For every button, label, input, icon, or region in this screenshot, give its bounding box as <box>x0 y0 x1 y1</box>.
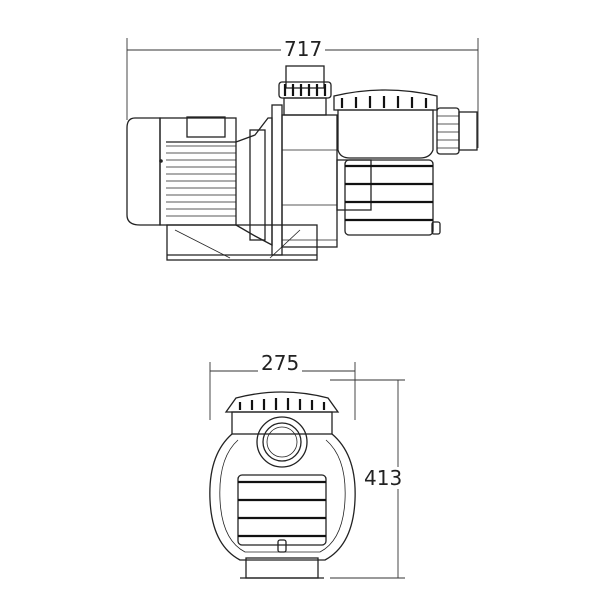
outlet-port <box>278 65 332 116</box>
inlet-opening <box>256 416 308 468</box>
dimension-label-front-width: 275 <box>258 352 303 374</box>
dimension-label-height: 413 <box>361 467 406 489</box>
pump-housing <box>281 114 338 248</box>
front-view <box>209 362 405 579</box>
inlet-port <box>436 107 478 155</box>
front-base <box>240 557 324 579</box>
dimension-label-width: 717 <box>281 38 326 60</box>
pump-flange <box>235 104 283 256</box>
motor <box>126 116 237 226</box>
side-view <box>126 38 479 261</box>
motor-base <box>166 224 318 261</box>
strainer-basket <box>333 89 441 236</box>
lid <box>224 391 340 435</box>
housing <box>209 433 356 561</box>
